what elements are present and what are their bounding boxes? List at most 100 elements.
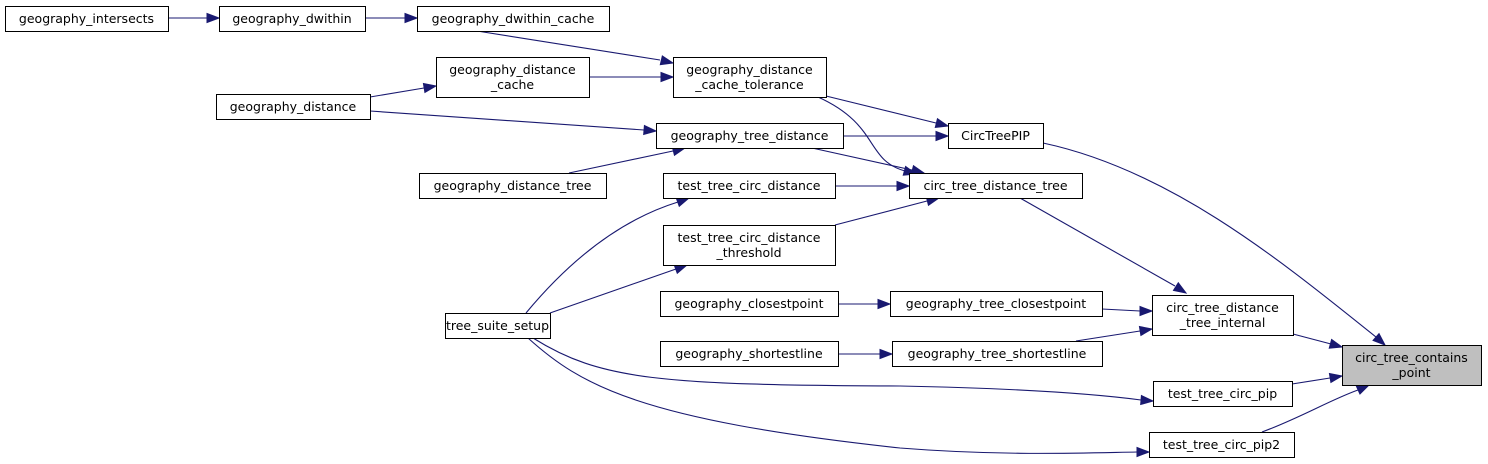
node-geography-shortestline[interactable]: geography_shortestline xyxy=(660,341,839,367)
edge-geography_tree_closestpoint-to-circ_tree_distance_tree_internal xyxy=(1101,305,1154,317)
edge-geography_tree_distance-to-circ_tree_distance_tree xyxy=(811,147,926,176)
edge-line xyxy=(811,147,913,171)
node-label: _threshold xyxy=(715,245,781,260)
edge-geography_distance-to-geography_distance_cache xyxy=(369,82,438,98)
edge-line xyxy=(568,150,674,174)
node-box[interactable] xyxy=(1153,381,1293,407)
arrowhead-icon xyxy=(1139,305,1154,317)
node-geography-tree-shortestline[interactable]: geography_tree_shortestline xyxy=(892,341,1103,367)
arrowhead-icon xyxy=(934,117,950,129)
node-box[interactable] xyxy=(892,341,1103,367)
node-box[interactable] xyxy=(219,6,366,32)
node-circ-tree-distance-tree-internal[interactable]: circ_tree_distance_tree_internal xyxy=(1152,295,1294,336)
edge-line xyxy=(527,337,1138,454)
node-test-tree-circ-distance[interactable]: test_tree_circ_distance xyxy=(663,173,836,199)
node-box[interactable] xyxy=(1152,295,1294,336)
edge-geography_shortestline-to-geography_tree_shortestline xyxy=(838,348,894,360)
node-box[interactable] xyxy=(417,6,610,32)
node-box[interactable] xyxy=(948,123,1044,149)
node-label: geography_closestpoint xyxy=(675,296,824,311)
node-box[interactable] xyxy=(660,341,839,367)
edge-line xyxy=(834,200,928,226)
node-box[interactable] xyxy=(419,173,607,199)
node-geography-dwithin-cache[interactable]: geography_dwithin_cache xyxy=(417,6,610,32)
arrowhead-icon xyxy=(1328,372,1344,384)
node-box[interactable] xyxy=(660,291,839,317)
edge-geography_distance-to-geography_tree_distance xyxy=(369,110,658,136)
node-box[interactable] xyxy=(436,57,590,98)
arrowhead-icon xyxy=(673,264,689,275)
node-geography-intersects[interactable]: geography_intersects xyxy=(5,6,169,32)
edge-geography_dwithin-to-geography_dwithin_cache xyxy=(365,12,419,24)
node-geography-distance[interactable]: geography_distance xyxy=(216,94,371,120)
node-tree-suite-setup[interactable]: tree_suite_setup xyxy=(445,313,551,339)
node-box[interactable] xyxy=(445,313,551,339)
edge-line xyxy=(549,268,677,314)
arrowhead-icon xyxy=(1328,338,1344,349)
node-box[interactable] xyxy=(216,94,371,120)
arrowhead-icon xyxy=(1355,384,1371,395)
edge-circ_tree_distance_tree-to-circ_tree_distance_tree_internal xyxy=(1019,197,1188,294)
edge-line xyxy=(532,337,1142,401)
arrowhead-icon xyxy=(935,130,950,142)
edge-geography_dwithin_cache-to-geography_distance_cache_tolerance xyxy=(476,30,675,66)
node-box[interactable] xyxy=(909,173,1083,199)
node-geography-distance-cache[interactable]: geography_distance_cache xyxy=(436,57,590,98)
edge-tree_suite_setup-to-test_tree_circ_pip2 xyxy=(527,337,1151,458)
node-label: geography_intersects xyxy=(19,11,154,26)
node-box[interactable] xyxy=(5,6,169,32)
arrowhead-icon xyxy=(1140,394,1155,406)
node-label: _point xyxy=(1391,365,1430,380)
node-label: geography_distance xyxy=(449,62,576,77)
node-label: test_tree_circ_distance xyxy=(678,230,821,245)
arrowhead-icon xyxy=(660,71,675,83)
node-label: test_tree_circ_distance xyxy=(678,178,821,193)
node-label: _tree_internal xyxy=(1179,315,1266,330)
node-label: CircTreePIP xyxy=(961,128,1030,143)
node-box[interactable] xyxy=(656,123,844,149)
node-circ-tree-distance-tree[interactable]: circ_tree_distance_tree xyxy=(909,173,1083,199)
node-box[interactable] xyxy=(890,291,1103,317)
arrowhead-icon xyxy=(896,180,911,192)
arrowhead-icon xyxy=(879,348,894,360)
edge-CircTreePIP-to-circ_tree_contains_point xyxy=(1042,142,1387,346)
arrowhead-icon xyxy=(1172,281,1188,294)
node-geography-distance-tree[interactable]: geography_distance_tree xyxy=(419,173,607,199)
edge-geography_tree_distance-to-CircTreePIP xyxy=(843,130,950,142)
node-box[interactable] xyxy=(663,173,836,199)
arrowhead-icon xyxy=(675,197,691,208)
node-test-tree-circ-pip2[interactable]: test_tree_circ_pip2 xyxy=(1149,432,1295,458)
node-test-tree-circ-distance-threshold[interactable]: test_tree_circ_distance_threshold xyxy=(663,225,836,266)
edge-geography_tree_shortestline-to-circ_tree_distance_tree_internal xyxy=(1075,325,1154,342)
node-geography-closestpoint[interactable]: geography_closestpoint xyxy=(660,291,839,317)
edge-geography_distance_cache-to-geography_distance_cache_tolerance xyxy=(589,71,675,83)
edge-line xyxy=(369,87,425,98)
edge-line xyxy=(1292,333,1332,345)
node-label: geography_dwithin xyxy=(232,11,351,26)
node-circtreepip[interactable]: CircTreePIP xyxy=(948,123,1044,149)
node-label: geography_tree_closestpoint xyxy=(906,296,1086,311)
node-geography-tree-distance[interactable]: geography_tree_distance xyxy=(656,123,844,149)
node-label: geography_dwithin_cache xyxy=(432,11,595,26)
node-label: test_tree_circ_pip2 xyxy=(1163,437,1280,452)
edge-tree_suite_setup-to-test_tree_circ_pip xyxy=(532,337,1155,406)
node-label: geography_distance xyxy=(230,99,357,114)
edge-geography_distance_tree-to-geography_tree_distance xyxy=(568,145,687,174)
edge-line xyxy=(1261,389,1359,433)
node-label: circ_tree_contains xyxy=(1355,350,1468,365)
root-node-box[interactable] xyxy=(1342,345,1482,386)
node-box[interactable] xyxy=(1149,432,1295,458)
node-box[interactable] xyxy=(673,57,827,98)
node-geography-distance-cache-tolerance[interactable]: geography_distance_cache_tolerance xyxy=(673,57,827,98)
node-test-tree-circ-pip[interactable]: test_tree_circ_pip xyxy=(1153,381,1293,407)
node-label: circ_tree_distance_tree xyxy=(923,178,1067,193)
node-geography-tree-closestpoint[interactable]: geography_tree_closestpoint xyxy=(890,291,1103,317)
arrowhead-icon xyxy=(643,124,658,136)
node-box[interactable] xyxy=(663,225,836,266)
node-geography-dwithin[interactable]: geography_dwithin xyxy=(219,6,366,32)
arrowhead-icon xyxy=(1372,332,1387,346)
edge-line xyxy=(1019,197,1176,287)
edge-line xyxy=(1042,142,1377,338)
node-circ-tree-contains-point[interactable]: circ_tree_contains_point xyxy=(1342,345,1482,386)
